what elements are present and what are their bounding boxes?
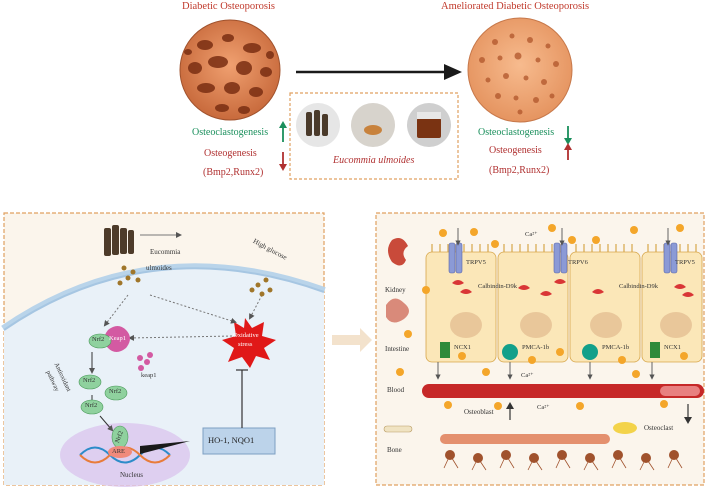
pmca-left-label: PMCA-1b <box>522 344 550 351</box>
cell-panel <box>1 212 326 487</box>
left-condition-title: Diabetic Osteoporosis <box>182 1 276 12</box>
eucommia-preparation-box <box>289 92 459 180</box>
blood-label: Blood <box>387 386 405 394</box>
improvement-arrow <box>296 64 462 80</box>
osteoblast-label: Osteoblast <box>464 408 494 416</box>
eucommia-label: Eucommia <box>150 248 181 256</box>
nrf2-bound-label: Nrf2 <box>92 336 105 343</box>
panel-connector-arrow <box>332 328 372 352</box>
calcium-homeostasis-panel <box>375 212 705 486</box>
nucleus-label: Nucleus <box>120 471 143 479</box>
right-osteoclastogenesis-label: Osteoclastogenesis <box>478 127 555 138</box>
kidney-label: Kidney <box>385 286 406 294</box>
trpv6-label: TRPV6 <box>568 259 588 266</box>
left-osteogenesis-label: Osteogenesis <box>204 148 257 159</box>
top-left-trend-arrows <box>279 121 287 171</box>
osteoporotic-bone-section <box>179 19 281 121</box>
trpv5-left-label: TRPV5 <box>466 259 486 266</box>
right-condition-title: Ameliorated Diabetic Osteoporosis <box>441 1 590 12</box>
calcium-blood-label: Ca²⁺ <box>521 372 534 379</box>
ncx1-right-label: NCX1 <box>664 344 681 351</box>
are-label: ARE <box>112 448 125 455</box>
healthy-bone-section <box>467 17 573 123</box>
trpv5-right-label: TRPV5 <box>675 259 695 266</box>
nrf2-free-label: Nrf2 <box>109 388 122 395</box>
intestine-label: Intestine <box>385 345 410 353</box>
ncx1-left-label: NCX1 <box>454 344 471 351</box>
nrf2-translocating-label: Nrf2 <box>85 402 98 409</box>
nrf2-released-label: Nrf2 <box>83 377 96 384</box>
bone-label: Bone <box>387 446 402 454</box>
osteoclast-label: Osteoclast <box>644 424 674 432</box>
keap1-bound-label: Keap1 <box>109 335 126 342</box>
pmca-right-label: PMCA-1b <box>602 344 630 351</box>
right-markers-label: (Bmp2,Runx2) <box>489 165 550 176</box>
eucommia-preparation-label: Eucommia ulmoides <box>333 155 415 166</box>
calcium-lumen-label: Ca²⁺ <box>525 231 538 238</box>
keap1-free-label: keap1 <box>141 372 157 379</box>
stress-label: stress <box>238 341 253 348</box>
left-markers-label: (Bmp2,Runx2) <box>203 167 264 178</box>
calbindin-left-label: Calbindin-D9k <box>478 283 517 290</box>
left-osteoclastogenesis-label: Osteoclastogenesis <box>192 127 269 138</box>
calcium-bone-label: Ca²⁺ <box>537 404 550 411</box>
oxidative-label: Oxidative <box>233 332 259 339</box>
top-right-trend-arrows <box>564 126 572 160</box>
calbindin-right-label: Calbindin-D9k <box>619 283 658 290</box>
ho1-nqo1-label: HO-1, NQO1 <box>208 435 255 445</box>
right-osteogenesis-label: Osteogenesis <box>489 145 542 156</box>
ulmoides-label: ulmoides <box>146 264 172 272</box>
